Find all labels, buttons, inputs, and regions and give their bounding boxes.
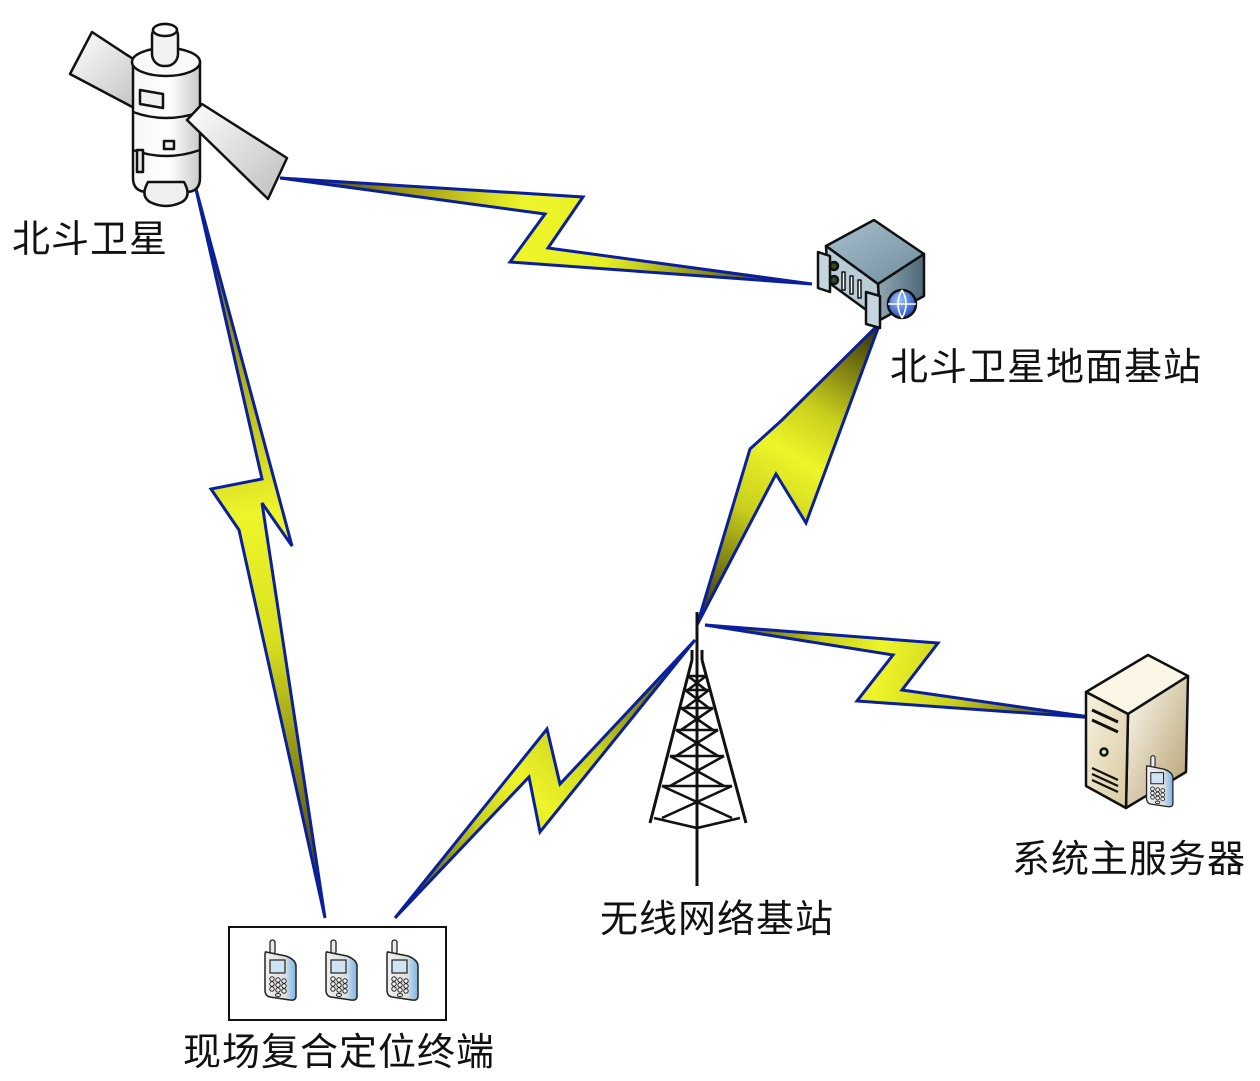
main-server-label: 系统主服务器 bbox=[1012, 837, 1247, 881]
link-terminal-to-tower bbox=[393, 638, 697, 920]
wireless-tower-label: 无线网络基站 bbox=[600, 897, 835, 941]
terminal-label: 现场复合定位终端 bbox=[183, 1030, 496, 1074]
link-satellite-to-terminal bbox=[193, 184, 327, 919]
ground-station-label: 北斗卫星地面基站 bbox=[890, 345, 1203, 389]
terminal-group bbox=[228, 926, 447, 1021]
server-rack-globe-icon bbox=[816, 218, 926, 330]
satellite-label: 北斗卫星 bbox=[12, 217, 169, 261]
link-ground-station-to-tower bbox=[695, 321, 882, 626]
link-tower-to-main-server bbox=[704, 623, 1098, 720]
links bbox=[193, 176, 1098, 920]
tower-server-phone-icon bbox=[1084, 653, 1190, 810]
radio-tower-icon bbox=[648, 612, 748, 886]
link-satellite-to-ground-station bbox=[279, 176, 813, 286]
satellite-icon bbox=[68, 22, 289, 208]
